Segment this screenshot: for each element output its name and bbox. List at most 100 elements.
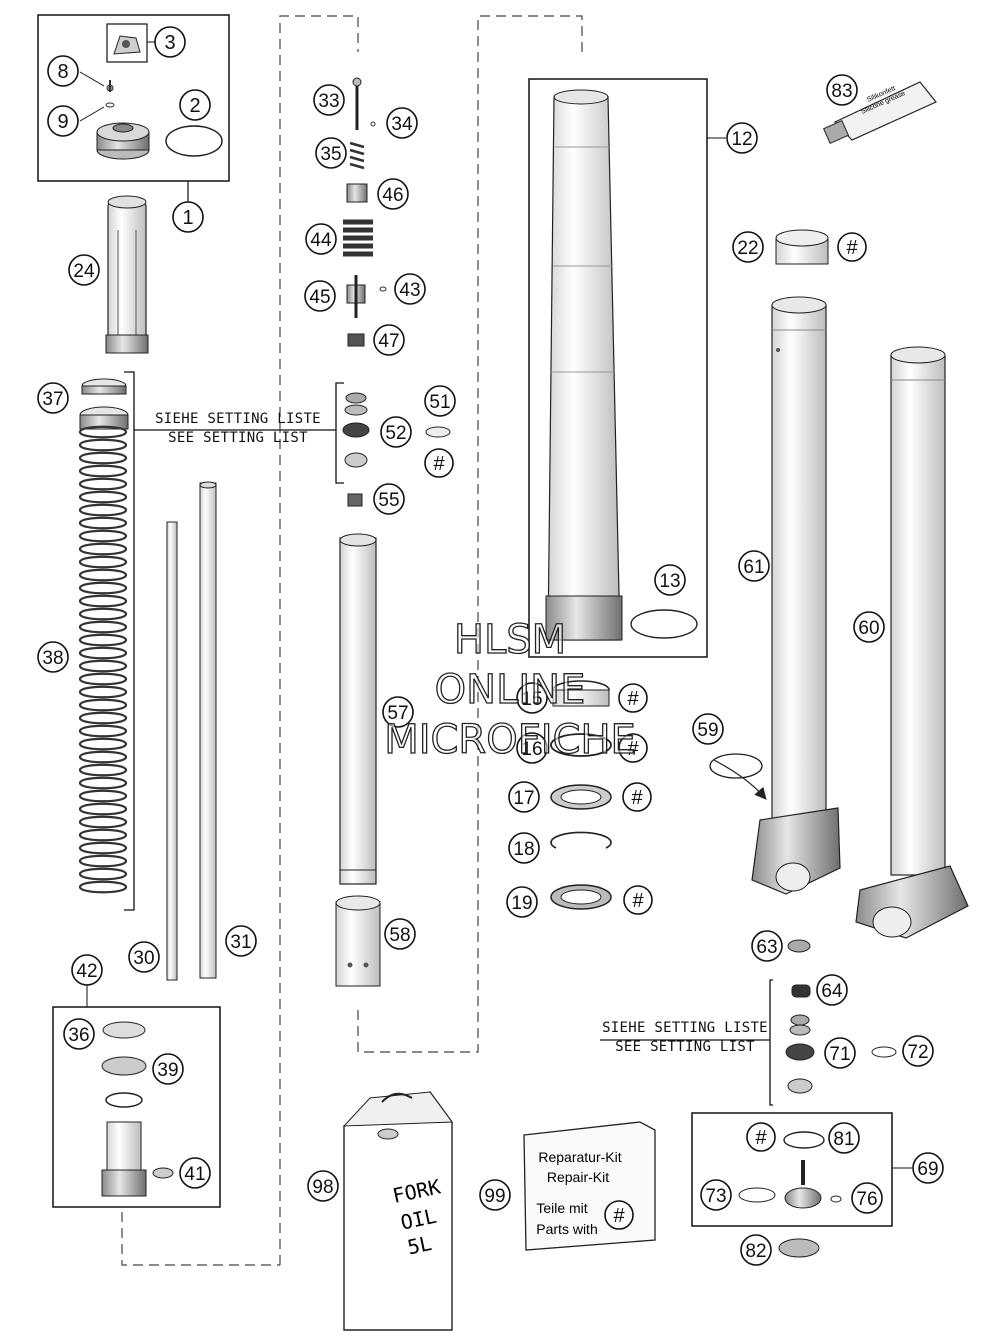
callout-64-text: 64 [821,981,843,1002]
callout-22: 22 [732,231,764,263]
callout-3-text: 3 [164,32,175,54]
callout-64: 64 [816,974,848,1006]
callout-18-text: 18 [513,839,534,860]
callout-76-text: 76 [856,1189,877,1210]
oil-can-text-3: 5L [405,1231,434,1259]
hash-callout-2-text: # [846,237,858,259]
hash-callout-1-text: # [433,453,445,475]
callout-46-text: 46 [382,185,403,206]
callout-37: 37 [37,382,69,414]
callout-76: 76 [851,1182,883,1214]
callout-55-text: 55 [378,490,399,511]
callout-83: 83 [826,74,858,106]
setting-note-lower-de: SIEHE SETTING LISTE [602,1020,768,1036]
callout-73-text: 73 [705,1186,726,1207]
hash-callout-3: # [618,683,648,713]
callout-60-text: 60 [858,618,879,639]
callout-8: 8 [47,55,79,87]
callout-99: 99 [479,1179,511,1211]
callout-33-text: 33 [318,91,339,112]
callout-12-text: 12 [731,129,752,150]
hash-callout-7-text: # [755,1127,767,1149]
hash-callout-5: # [622,782,652,812]
callout-82-text: 82 [745,1241,766,1262]
callout-61: 61 [738,550,770,582]
repair-kit-line1: Reparatur-Kit [538,1149,621,1165]
seals-and-bushings [550,680,612,910]
callout-81-text: 81 [833,1129,854,1150]
hash-callout-6-text: # [632,890,644,912]
callout-24-text: 24 [73,261,95,282]
callout-83-text: 83 [831,81,852,102]
callout-31-text: 31 [230,932,251,953]
callout-52-text: 52 [385,423,406,444]
callout-44-text: 44 [310,230,332,251]
repair-kit-99: Reparatur-Kit Repair-Kit Teile mit Parts… [523,1121,656,1251]
watermark-line-2: ONLINE [434,667,586,713]
callout-1-text: 1 [182,207,193,229]
hash-callout-8-text: # [613,1205,625,1227]
hash-callout-4: # [618,733,648,763]
callout-17: 17 [508,781,540,813]
callout-1: 1 [172,201,204,233]
callout-30-text: 30 [133,948,154,969]
callout-36-text: 36 [68,1025,89,1046]
callout-3: 3 [154,26,186,58]
callout-45: 45 [304,280,336,312]
callout-12: 12 [726,122,758,154]
callout-37-text: 37 [42,389,63,410]
callout-55: 55 [373,483,405,515]
hash-callout-8: # [604,1200,634,1230]
callout-98: 98 [307,1170,339,1202]
damper-tube-57 [335,533,381,987]
callout-22-text: 22 [737,238,758,259]
callout-35-text: 35 [320,144,341,165]
callout-15-text: 15 [521,689,542,710]
callout-42-text: 42 [76,961,97,982]
cartridge-24 [105,195,149,354]
callout-71-text: 71 [829,1044,850,1065]
callout-38-text: 38 [42,648,63,669]
callout-69-text: 69 [917,1159,938,1180]
setting-note-upper-en: SEE SETTING LIST [168,430,308,446]
callout-45-text: 45 [309,287,330,308]
callout-51-text: 51 [429,392,450,413]
callout-34-text: 34 [391,114,413,135]
callout-34: 34 [386,107,418,139]
watermark-line-3: MICROFICHE [384,717,637,763]
repair-kit-line3: Teile mit [536,1200,587,1216]
callout-43: 43 [394,273,426,305]
callout-57: 57 [382,696,414,728]
callout-47-text: 47 [378,331,399,352]
spacers-37 [79,371,344,911]
fork-spring-38 [78,425,128,894]
setting-note-upper-de: SIEHE SETTING LISTE [155,411,321,427]
callout-82: 82 [740,1234,772,1266]
callout-39-text: 39 [157,1060,178,1081]
callout-19: 19 [506,886,538,918]
callout-43-text: 43 [399,280,420,301]
callout-52: 52 [380,416,412,448]
base-valve-box-42 [52,985,221,1208]
callout-69: 69 [912,1152,944,1184]
callout-41: 41 [179,1157,211,1189]
callout-59: 59 [692,713,724,745]
callout-15: 15 [516,682,548,714]
hash-callout-2: # [837,232,867,262]
callout-24: 24 [68,254,100,286]
callout-72-text: 72 [907,1042,928,1063]
hash-callout-4-text: # [627,738,639,760]
callout-17-text: 17 [513,788,534,809]
compression-parts-center [342,77,451,507]
callout-13-text: 13 [659,571,680,592]
callout-30: 30 [128,941,160,973]
callout-58: 58 [384,918,416,950]
callout-57-text: 57 [387,703,408,724]
callout-73: 73 [700,1179,732,1211]
callout-63: 63 [751,930,783,962]
callout-41-text: 41 [184,1164,205,1185]
callout-9: 9 [47,105,79,137]
callout-31: 31 [225,925,257,957]
